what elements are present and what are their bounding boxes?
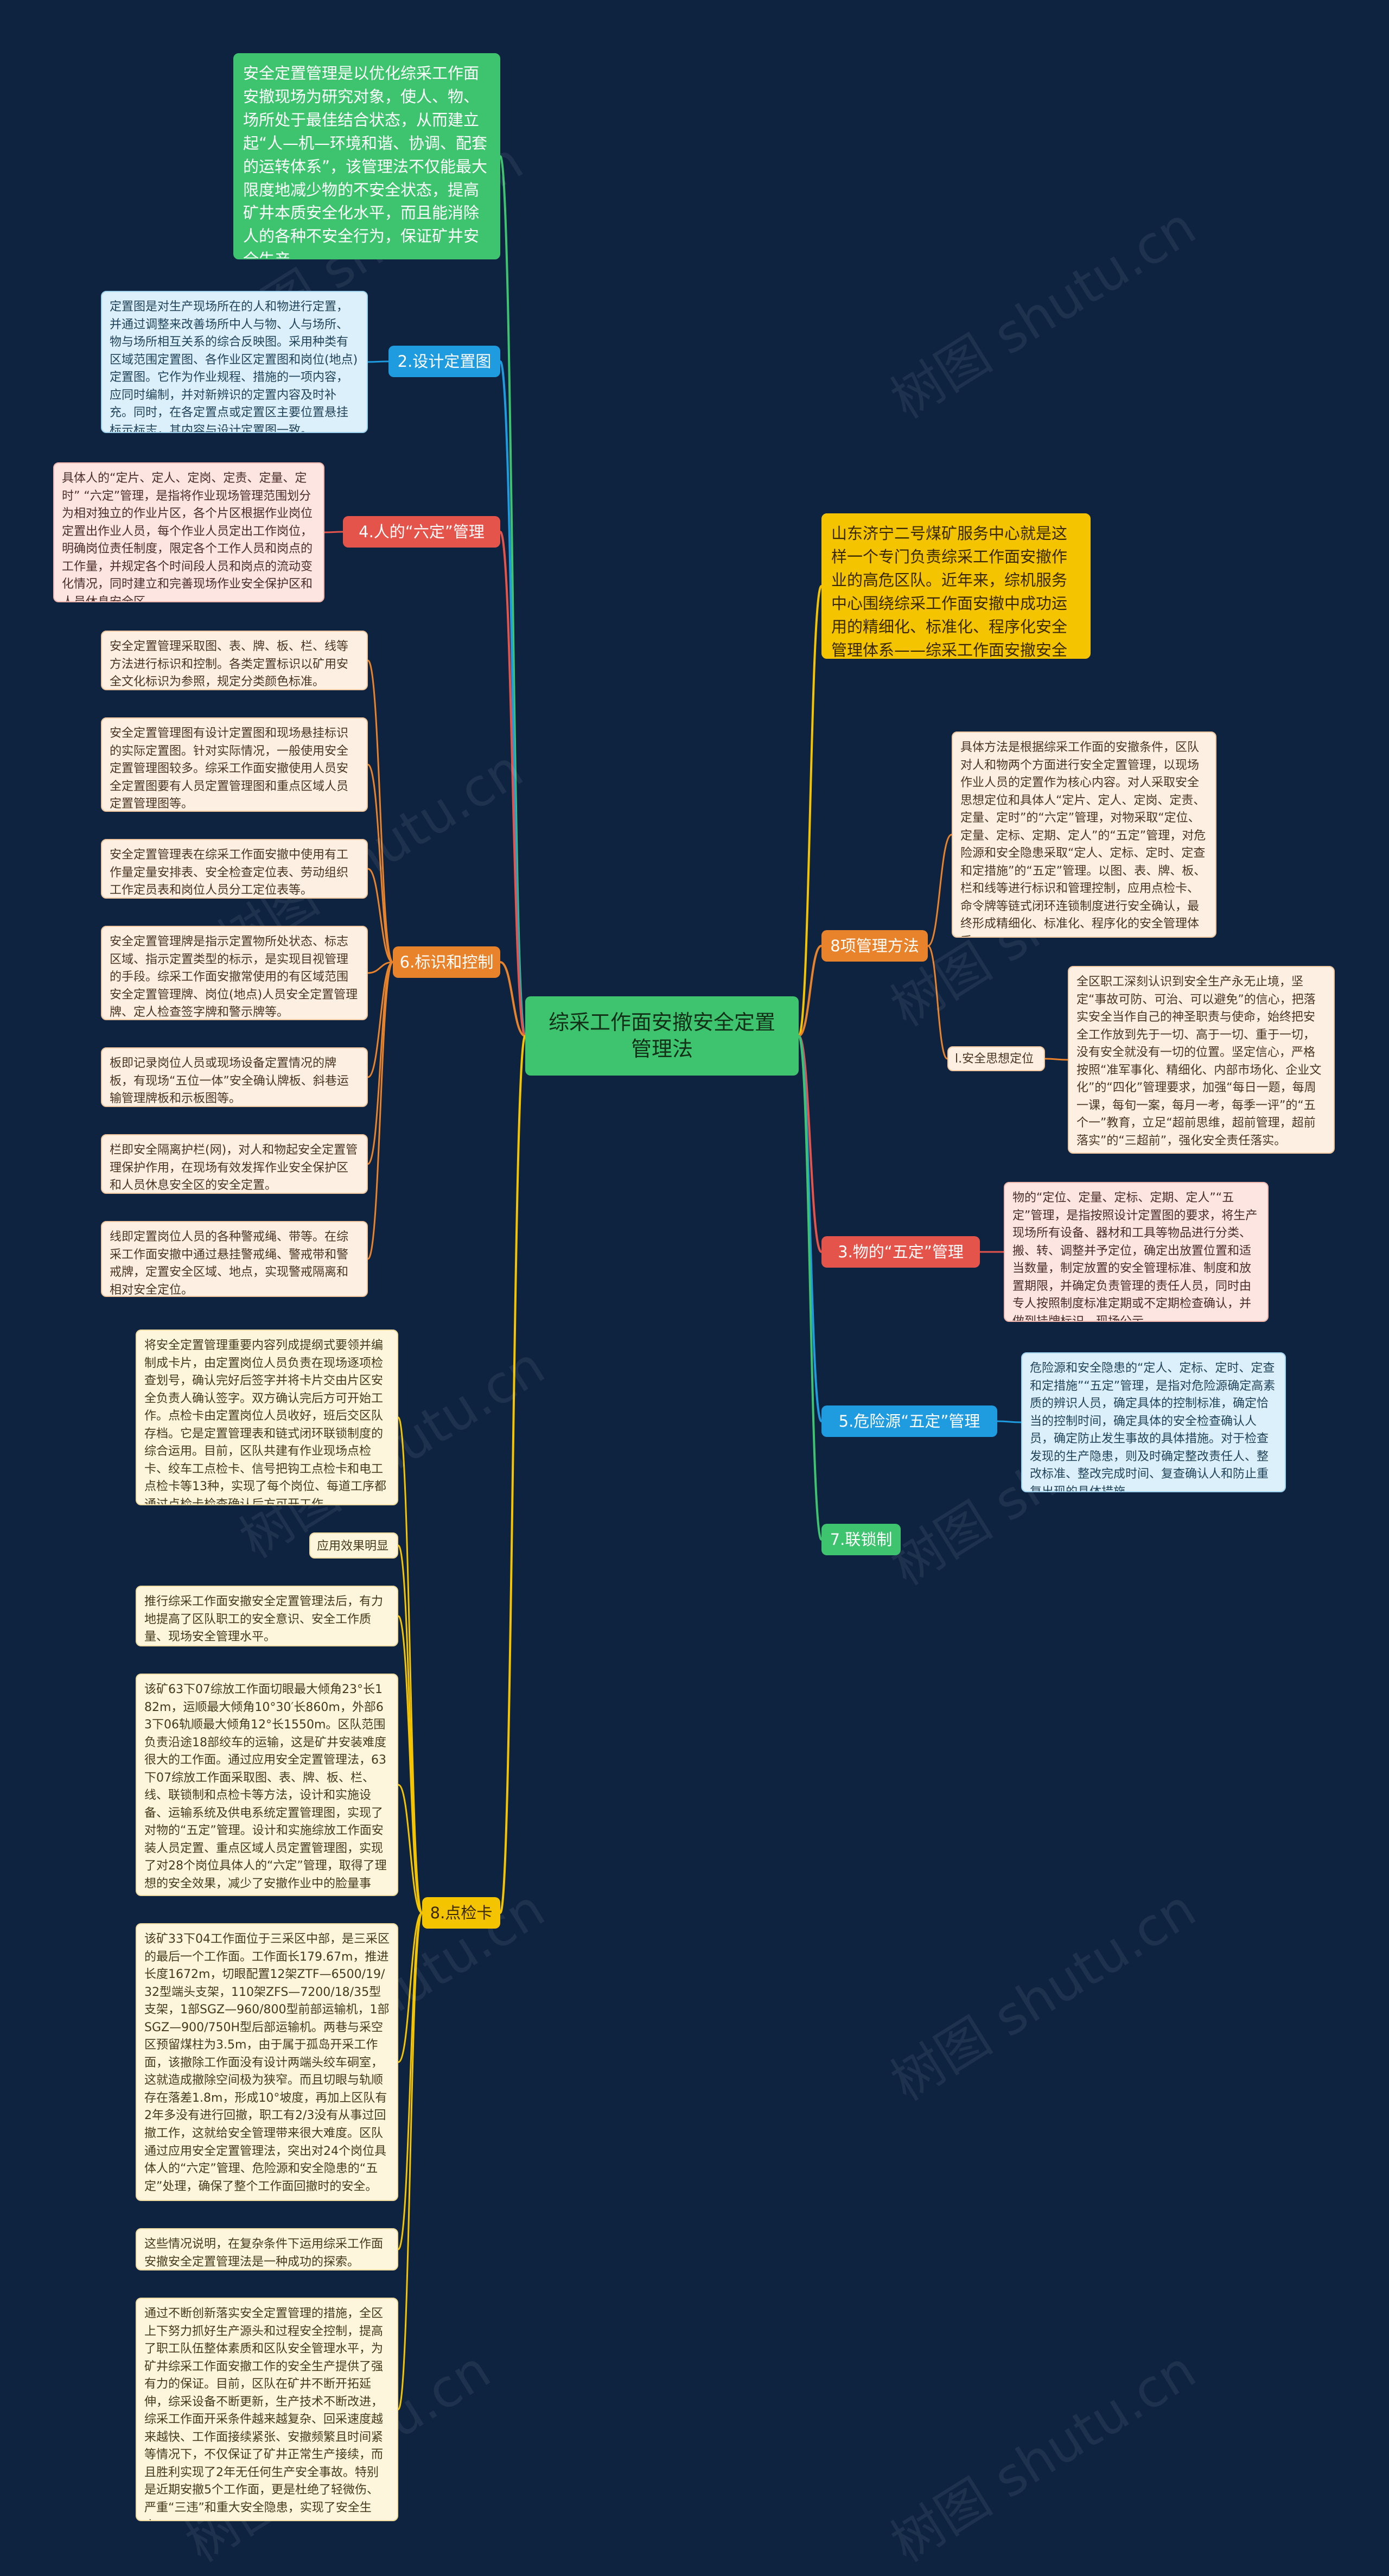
branch-to-note-line bbox=[398, 1784, 423, 1914]
branch-to-note-line bbox=[367, 868, 393, 963]
center-to-right-branch-line bbox=[798, 1035, 823, 1422]
five-fixed-objects-note-text: 物的“定位、定量、定标、定期、定人”“五定”管理，是指按照设计定置图的要求，将生… bbox=[1012, 1191, 1258, 1322]
six-fixed-note-text: 具体人的“定片、定人、定岗、定责、定量、定时” “六定”管理，是指将作业现场管理… bbox=[62, 472, 313, 602]
check-card-note-text: 该矿33下04工作面位于三采区中部，是三采区的最后一个工作面。工作面长179.6… bbox=[144, 1932, 390, 2193]
safety-mindset-note-text: 全区职工深刻认识到安全生产永无止境，坚定“事故可防、可治、可以避免”的信心，把落… bbox=[1076, 975, 1322, 1148]
branch-check-card-label: 8.点检卡 bbox=[430, 1903, 493, 1922]
center-to-right-branch-line bbox=[798, 945, 822, 1037]
check-card-note[interactable]: 推行综采工作面安撤安全定置管理法后，有力地提高了区队职工的安全意识、安全工作质量… bbox=[136, 1586, 398, 1646]
branch-management-methods[interactable]: 8项管理方法 bbox=[821, 930, 928, 962]
branch-to-note-line bbox=[397, 1912, 423, 2410]
branch-to-note-line bbox=[398, 1912, 423, 2063]
central-topic-label: 综采工作面安撤安全定置管理法 bbox=[548, 1010, 775, 1061]
marking-note-text: 栏即安全隔离护栏(网)，对人和物起安全定置管理保护作用，在现场有效发挥作业安全保… bbox=[110, 1143, 358, 1193]
branch-marking-control-label: 6.标识和控制 bbox=[399, 952, 494, 971]
marking-note[interactable]: 安全定置管理图有设计定置图和现场悬挂标识的实际定置图。针对实际情况，一般使用安全… bbox=[101, 717, 368, 812]
branch-to-note-line bbox=[397, 1544, 423, 1914]
branch-to-note-line bbox=[1044, 1058, 1068, 1061]
five-fixed-objects-note[interactable]: 物的“定位、定量、定标、定期、定人”“五定”管理，是指按照设计定置图的要求，将生… bbox=[1004, 1182, 1269, 1322]
branch-to-note-line bbox=[367, 764, 394, 963]
center-to-left-branch-line bbox=[499, 360, 526, 1037]
check-card-note[interactable]: 应用效果明显 bbox=[309, 1532, 398, 1559]
branch-interlock[interactable]: 7.联锁制 bbox=[821, 1524, 901, 1555]
center-to-right-branch-line bbox=[798, 1035, 823, 1541]
check-card-note-text: 该矿63下07综放工作面切眼最大倾角23°长182m，运顺最大倾角10°30′长… bbox=[144, 1683, 387, 1895]
check-card-note[interactable]: 该矿63下07综放工作面切眼最大倾角23°长182m，运顺最大倾角10°30′长… bbox=[136, 1674, 398, 1896]
branch-design-layout-label: 2.设计定置图 bbox=[397, 352, 492, 371]
center-to-left-branch-line bbox=[499, 1035, 526, 1914]
marking-note[interactable]: 板即记录岗位人员或现场设备定置情况的牌板，有现场“五位一体”安全确认牌板、斜巷运… bbox=[101, 1047, 368, 1107]
check-card-note[interactable]: 这些情况说明，在复杂条件下运用综采工作面安撤安全定置管理法是一种成功的探索。 bbox=[136, 2228, 398, 2270]
center-to-left-branch-line bbox=[499, 531, 526, 1037]
management-methods-note-text: 具体方法是根据综采工作面的安撤条件，区队对人和物两个方面进行安全定置管理，以现场… bbox=[960, 741, 1206, 937]
center-to-left-branch-line bbox=[500, 961, 526, 1037]
marking-note-text: 安全定置管理牌是指示定置物所处状态、标志区域、指示定置类型的标示，是实现目视管理… bbox=[110, 935, 358, 1020]
marking-note[interactable]: 栏即安全隔离护栏(网)，对人和物起安全定置管理保护作用，在现场有效发挥作业安全保… bbox=[101, 1134, 368, 1194]
central-topic[interactable]: 综采工作面安撤安全定置管理法 bbox=[525, 996, 799, 1076]
check-card-note-text: 通过不断创新落实安全定置管理的措施，全区上下努力抓好生产源头和过程安全控制，提高… bbox=[144, 2307, 384, 2520]
marking-note[interactable]: 安全定置管理牌是指示定置物所处状态、标志区域、指示定置类型的标示，是实现目视管理… bbox=[101, 926, 368, 1020]
branch-management-methods-label: 8项管理方法 bbox=[830, 936, 919, 955]
branch-to-note-line bbox=[397, 1615, 423, 1914]
marking-note-text: 线即定置岗位人员的各种警戒绳、带等。在综采工作面安撤中通过悬挂警戒绳、警戒带和警… bbox=[110, 1230, 349, 1297]
branch-to-note-line bbox=[927, 834, 952, 947]
safety-mindset-note[interactable]: 全区职工深刻认识到安全生产永无止境，坚定“事故可防、可治、可以避免”的信心，把落… bbox=[1068, 966, 1335, 1154]
management-methods-note[interactable]: 具体方法是根据综采工作面的安撤条件，区队对人和物两个方面进行安全定置管理，以现场… bbox=[952, 732, 1216, 938]
check-card-note[interactable]: 将安全定置管理重要内容列成提纲式要领并编制成卡片，由定置岗位人员负责在现场逐项检… bbox=[136, 1330, 398, 1505]
check-card-note[interactable]: 该矿33下04工作面位于三采区中部，是三采区的最后一个工作面。工作面长179.6… bbox=[136, 1923, 398, 2201]
branch-to-note-line bbox=[367, 961, 393, 974]
branch-to-note-line bbox=[927, 945, 948, 1060]
branch-to-note-line bbox=[367, 360, 389, 363]
right-intro-note-text: 山东济宁二号煤矿服务中心就是这样一个专门负责综采工作面安撤作业的高危区队。近年来… bbox=[831, 524, 1068, 659]
marking-note[interactable]: 安全定置管理采取图、表、牌、板、栏、线等方法进行标识和控制。各类定置标识以矿用安… bbox=[101, 631, 368, 690]
branch-five-fixed-objects[interactable]: 3.物的“五定”管理 bbox=[821, 1236, 980, 1268]
check-card-note-text: 推行综采工作面安撤安全定置管理法后，有力地提高了区队职工的安全意识、安全工作质量… bbox=[144, 1595, 384, 1644]
marking-note-text: 安全定置管理表在综采工作面安撤中使用有工作量定量安排表、安全检查定位表、劳动组织… bbox=[110, 848, 349, 898]
branch-to-note-line bbox=[367, 961, 394, 1260]
six-fixed-note[interactable]: 具体人的“定片、定人、定岗、定责、定量、定时” “六定”管理，是指将作业现场管理… bbox=[53, 462, 324, 602]
hazard-five-fixed-note-text: 危险源和安全隐患的“定人、定标、定时、定查和定措施”“五定”管理，是指对危险源确… bbox=[1030, 1362, 1276, 1492]
branch-six-fixed-label: 4.人的“六定”管理 bbox=[359, 522, 485, 541]
branch-five-fixed-objects-label: 3.物的“五定”管理 bbox=[838, 1242, 964, 1261]
check-card-note-text: 将安全定置管理重要内容列成提纲式要领并编制成卡片，由定置岗位人员负责在现场逐项检… bbox=[144, 1339, 386, 1505]
hazard-five-fixed-note[interactable]: 危险源和安全隐患的“定人、定标、定时、定查和定措施”“五定”管理，是指对危险源确… bbox=[1021, 1352, 1286, 1492]
right-intro-note[interactable]: 山东济宁二号煤矿服务中心就是这样一个专门负责综采工作面安撤作业的高危区队。近年来… bbox=[821, 513, 1091, 659]
marking-note[interactable]: 线即定置岗位人员的各种警戒绳、带等。在综采工作面安撤中通过悬挂警戒绳、警戒带和警… bbox=[101, 1221, 368, 1297]
center-to-left-branch-line bbox=[499, 155, 526, 1037]
branch-interlock-label: 7.联锁制 bbox=[830, 1530, 893, 1549]
marking-note-text: 安全定置管理采取图、表、牌、板、栏、线等方法进行标识和控制。各类定置标识以矿用安… bbox=[110, 640, 349, 689]
marking-note-text: 安全定置管理图有设计定置图和现场悬挂标识的实际定置图。针对实际情况，一般使用安全… bbox=[110, 727, 349, 811]
intro-note-text: 安全定置管理是以优化综采工作面安撤现场为研究对象，使人、物、场所处于最佳结合状态… bbox=[243, 64, 488, 258]
center-to-right-branch-line bbox=[798, 585, 823, 1037]
branch-marking-control[interactable]: 6.标识和控制 bbox=[393, 946, 500, 978]
check-card-note-text: 应用效果明显 bbox=[317, 1540, 389, 1553]
design-layout-note-text: 定置图是对生产现场所在的人和物进行定置，并通过调整来改善场所中人与物、人与场所、… bbox=[110, 300, 358, 433]
branch-to-note-line bbox=[367, 961, 394, 1165]
marking-note[interactable]: 安全定置管理表在综采工作面安撤中使用有工作量定量安排表、安全检查定位表、劳动组织… bbox=[101, 839, 368, 899]
branch-six-fixed[interactable]: 4.人的“六定”管理 bbox=[343, 516, 500, 548]
branch-to-note-line bbox=[997, 1420, 1022, 1423]
branch-hazard-five-fixed[interactable]: 5.危险源“五定”管理 bbox=[821, 1405, 997, 1437]
check-card-note-text: 这些情况说明，在复杂条件下运用综采工作面安撤安全定置管理法是一种成功的探索。 bbox=[144, 2237, 384, 2269]
intro-note[interactable]: 安全定置管理是以优化综采工作面安撤现场为研究对象，使人、物、场所处于最佳结合状态… bbox=[233, 53, 500, 259]
marking-note-text: 板即记录岗位人员或现场设备定置情况的牌板，有现场“五位一体”安全确认牌板、斜巷运… bbox=[110, 1057, 349, 1106]
branch-design-layout[interactable]: 2.设计定置图 bbox=[388, 346, 500, 377]
branch-hazard-five-fixed-label: 5.危险源“五定”管理 bbox=[838, 1411, 980, 1430]
design-layout-note[interactable]: 定置图是对生产现场所在的人和物进行定置，并通过调整来改善场所中人与物、人与场所、… bbox=[101, 291, 368, 433]
branch-to-note-line bbox=[397, 1416, 423, 1914]
safety-mindset-label[interactable]: l.安全思想定位 bbox=[947, 1046, 1045, 1071]
safety-mindset-label-text: l.安全思想定位 bbox=[955, 1052, 1034, 1066]
check-card-note[interactable]: 通过不断创新落实安全定置管理的措施，全区上下努力抓好生产源头和过程安全控制，提高… bbox=[136, 2298, 398, 2521]
branch-to-note-line bbox=[367, 659, 394, 963]
branch-check-card[interactable]: 8.点检卡 bbox=[422, 1897, 500, 1929]
branch-to-note-line bbox=[367, 961, 393, 1078]
